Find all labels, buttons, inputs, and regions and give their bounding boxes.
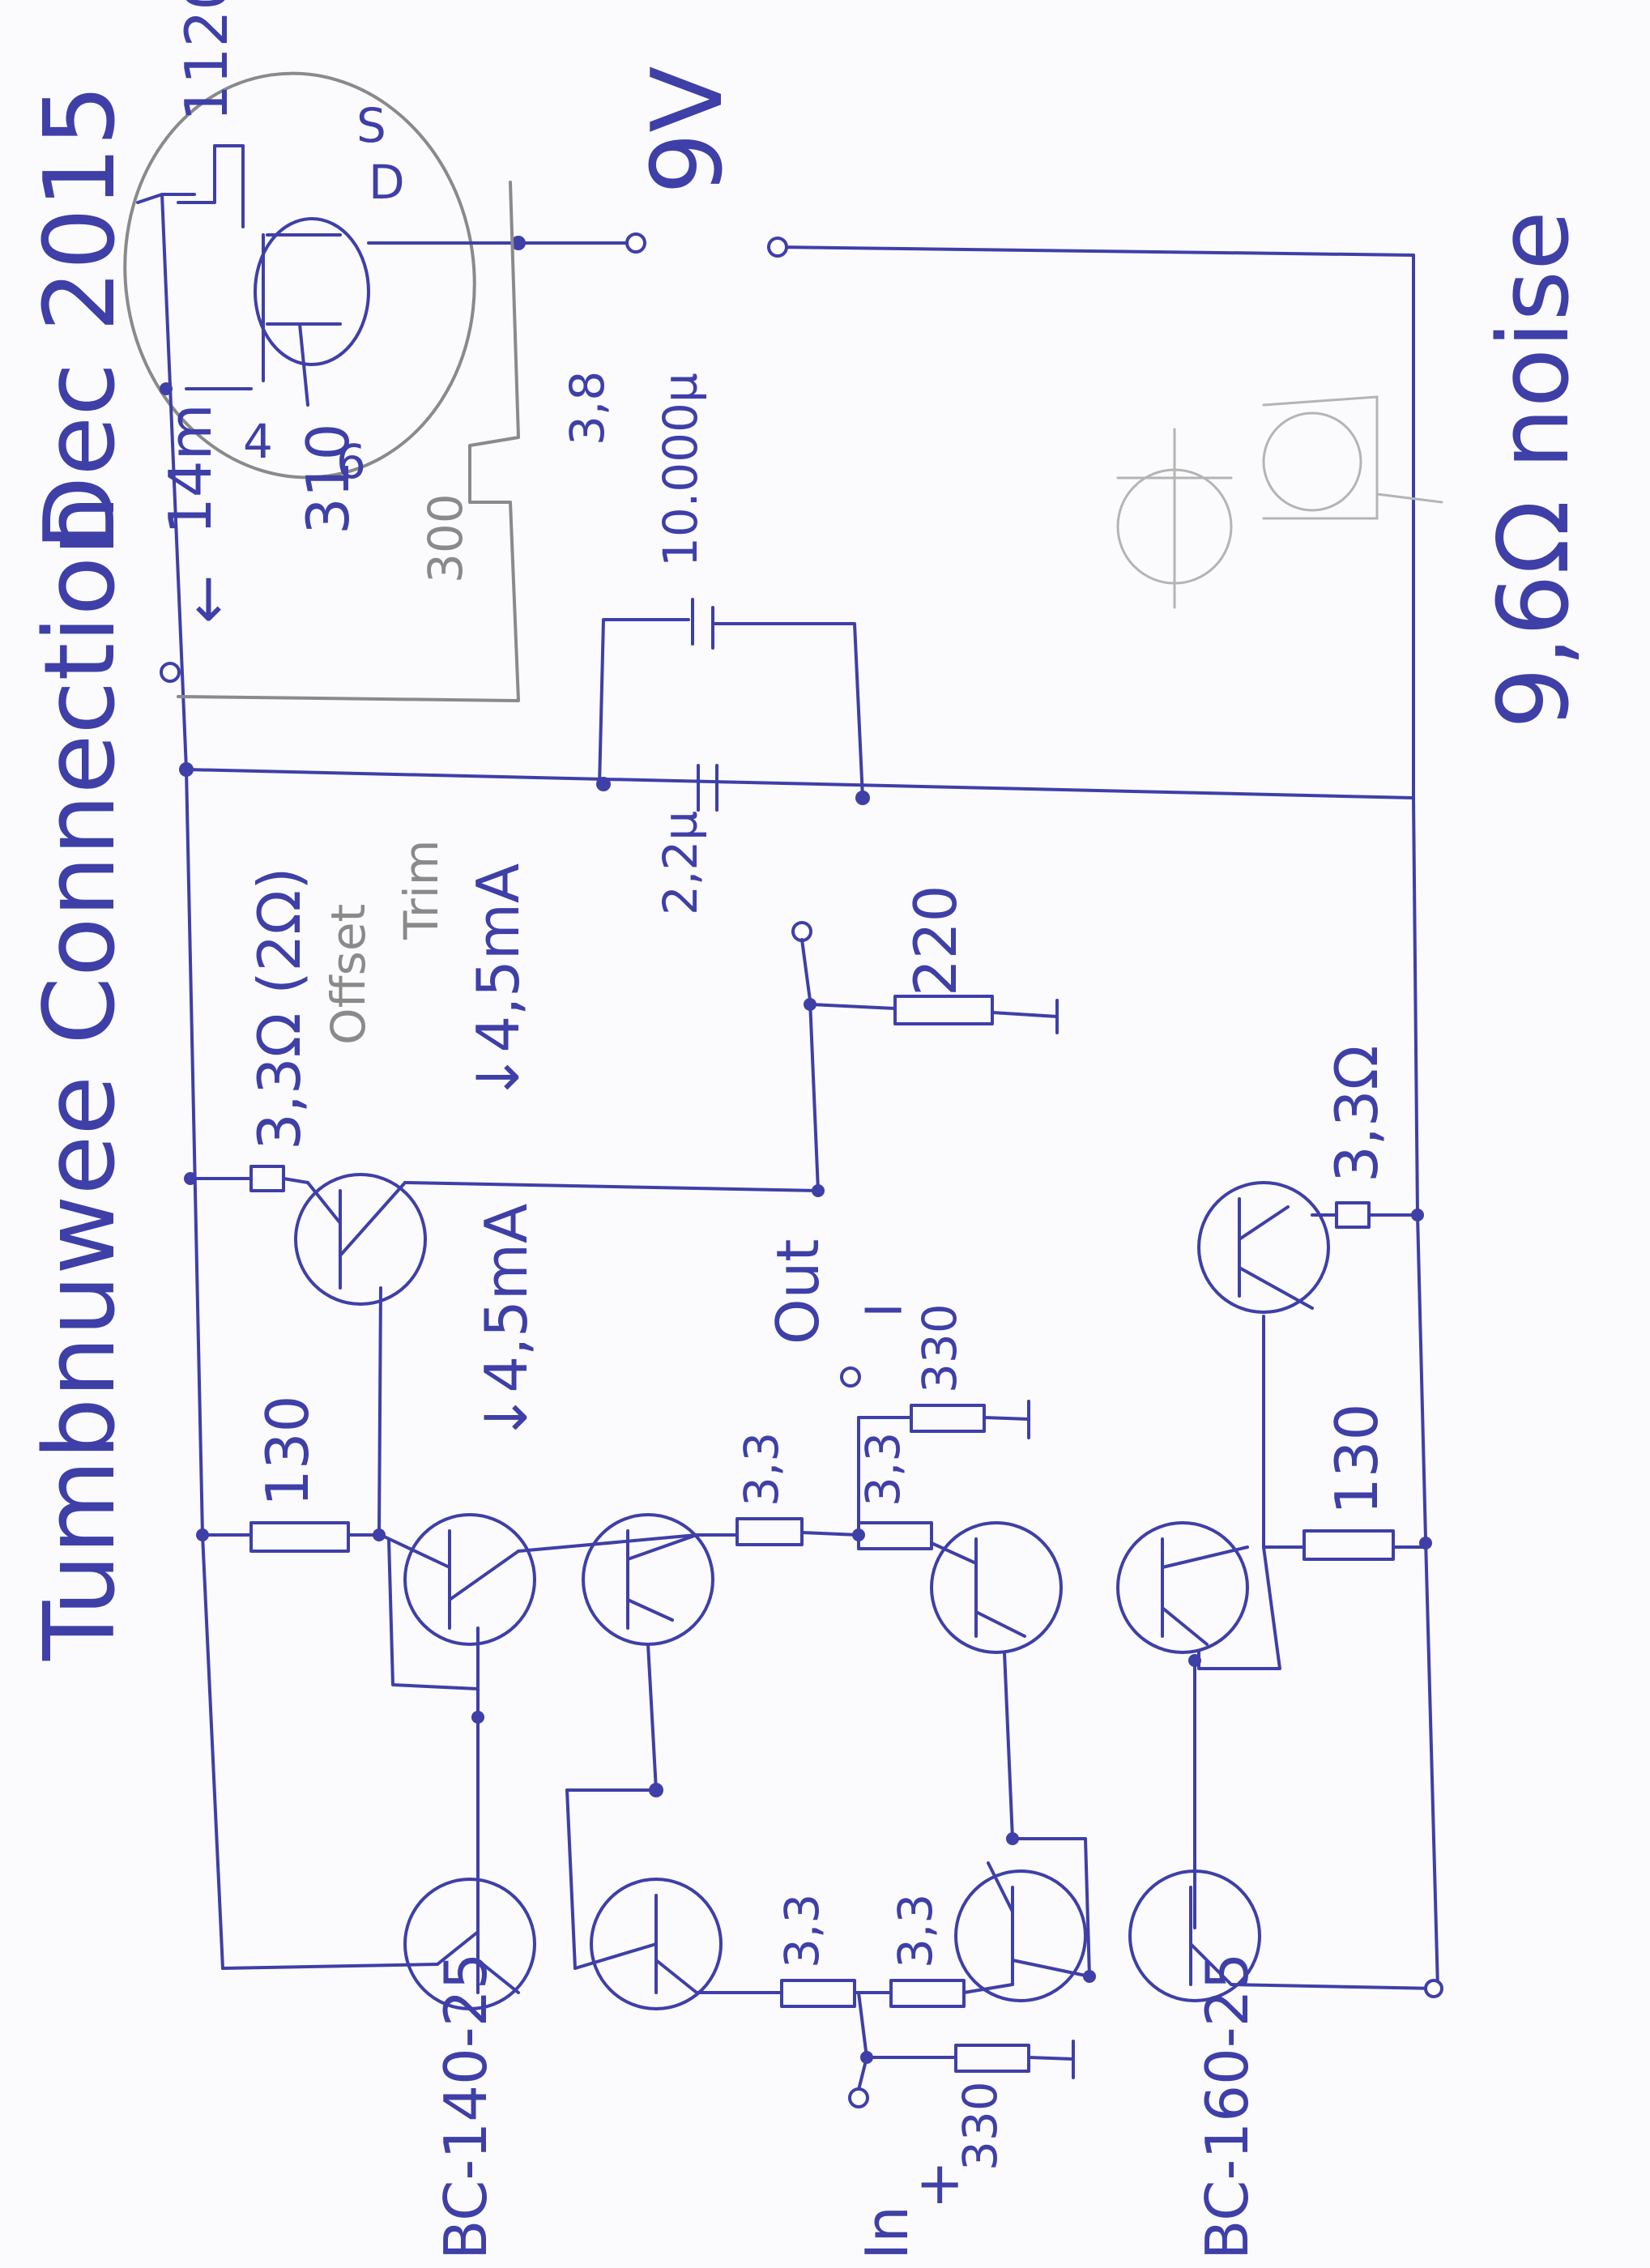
r-in-b-group: 3,3 bbox=[888, 1894, 943, 1968]
r-emitter-bottom-group: 3,3Ω bbox=[1323, 1045, 1391, 1183]
reg-part-group: 1120 bbox=[173, 0, 241, 122]
r-emitter-top-group: 3,3Ω (2Ω) bbox=[245, 868, 313, 1150]
pnp-part-label: BC-160-25 bbox=[1193, 1953, 1261, 2260]
regulator-pin-s: S bbox=[356, 98, 386, 153]
r-output-load-group: 220 bbox=[902, 885, 970, 996]
pencil-wiring bbox=[177, 181, 520, 702]
cap-small-group: 2,2µ bbox=[653, 811, 708, 915]
capacitor-small-value: 2,2µ bbox=[653, 811, 708, 915]
supply-label-group: 9V bbox=[632, 66, 744, 194]
input-resistor-b-value: 3,3 bbox=[888, 1894, 943, 1968]
output-transistor-top bbox=[294, 1173, 820, 1306]
reg-value-1-group: 14m bbox=[156, 403, 224, 535]
emitter-resistor-top bbox=[184, 1165, 309, 1192]
driver-links bbox=[387, 1537, 1281, 1978]
regulator-current-marker: ← bbox=[173, 575, 241, 624]
bias-resistor-top bbox=[196, 1286, 386, 1553]
output-node bbox=[791, 921, 1059, 1197]
offset-note: Offset bbox=[321, 904, 376, 1045]
ground-rail bbox=[767, 237, 1439, 1990]
current-2-group: ↓4,5mA bbox=[472, 1204, 540, 1442]
r-bias-top-group: 130 bbox=[254, 1396, 322, 1507]
mid-resistor-a-value: 3,3 bbox=[734, 1432, 789, 1507]
output-transistor-bottom bbox=[1197, 1181, 1330, 1314]
regulator-pin-6: 6 bbox=[336, 434, 366, 489]
bias-resistor-bottom bbox=[1262, 1315, 1432, 1561]
capacitor-main-value: 10.000µ bbox=[653, 373, 708, 567]
emitter-resistor-bottom bbox=[1311, 1201, 1424, 1229]
current-note-2: ↓4,5mA bbox=[472, 1204, 540, 1442]
noise-note: 9,6Ω noise bbox=[1478, 211, 1591, 729]
ground-terminal[interactable] bbox=[767, 237, 788, 258]
mid-resistor-b-value: 3,3 bbox=[855, 1432, 910, 1507]
r-mid-load-group: 330 bbox=[912, 1303, 967, 1393]
input-resistor-a-value: 3,3 bbox=[774, 1894, 829, 1968]
regulator-pin-4: 4 bbox=[243, 414, 273, 469]
output-load-value: 220 bbox=[902, 885, 970, 996]
positive-rail bbox=[185, 768, 1415, 1970]
bias-resistor-top-value: 130 bbox=[254, 1396, 322, 1507]
noise-label-group: 9,6Ω noise bbox=[1478, 211, 1591, 729]
trim-note: Trim bbox=[394, 840, 449, 940]
input-load-value: 330 bbox=[953, 2081, 1008, 2171]
capacitor-small bbox=[179, 762, 718, 812]
current-1-group: ↓4,5mA bbox=[464, 863, 532, 1102]
r-in-load-group: 330 bbox=[953, 2081, 1008, 2171]
cap-main-group: 10.000µ bbox=[653, 373, 708, 567]
regulator-value-2: 310 bbox=[294, 424, 362, 535]
r-mid-b-group: 3,3 bbox=[855, 1432, 910, 1507]
output-label: Out bbox=[764, 1238, 832, 1345]
reg-value-3-group: 300 bbox=[418, 493, 473, 583]
input-label: In bbox=[853, 2206, 921, 2260]
regulator-value-3: 300 bbox=[418, 493, 473, 583]
regulator-pin-d: D bbox=[369, 155, 405, 210]
driver-transistors bbox=[379, 1366, 1249, 1654]
trim-group: Trim bbox=[394, 840, 449, 940]
capacitor-main bbox=[598, 598, 870, 805]
reg-value-2-group: 310 bbox=[294, 424, 362, 535]
input-transistors bbox=[403, 1861, 1443, 2108]
pnp-part-group: BC-160-25 bbox=[1193, 1953, 1261, 2260]
cap-trim-group: 3,8 bbox=[560, 371, 615, 446]
npn-part-group: BC-140-25 bbox=[432, 1953, 500, 2260]
supply-voltage-label: 9V bbox=[632, 66, 744, 194]
npn-part-label: BC-140-25 bbox=[432, 1953, 500, 2260]
r-mid-a-group: 3,3 bbox=[734, 1432, 789, 1507]
positive-terminal[interactable] bbox=[625, 232, 646, 254]
current-note-1: ↓4,5mA bbox=[464, 863, 532, 1102]
in-label-group: In bbox=[853, 2206, 921, 2260]
reg-arrow-group: ← bbox=[173, 575, 241, 624]
out-label-group: Out bbox=[764, 1238, 832, 1345]
input-terminal[interactable] bbox=[848, 2087, 869, 2108]
r-in-a-group: 3,3 bbox=[774, 1894, 829, 1968]
faint-sketch bbox=[1116, 395, 1443, 609]
offset-group: Offset bbox=[321, 904, 376, 1045]
mid-terminal[interactable] bbox=[840, 1366, 861, 1388]
regulator-part-number: 1120 bbox=[173, 0, 241, 122]
emitter-resistor-top-value: 3,3Ω (2Ω) bbox=[245, 868, 313, 1150]
bias-resistor-bottom-value: 130 bbox=[1323, 1404, 1391, 1515]
regulator-value-1: 14m bbox=[156, 403, 224, 535]
regulator-block bbox=[123, 71, 646, 771]
emitter-resistor-bottom-value: 3,3Ω bbox=[1323, 1045, 1391, 1183]
capacitor-trim-value: 3,8 bbox=[560, 371, 615, 446]
r-bias-bottom-group: 130 bbox=[1323, 1404, 1391, 1515]
date-group: Dec 2015 bbox=[24, 84, 137, 551]
mid-load-value: 330 bbox=[912, 1303, 967, 1393]
title-group: Tumbnuwee Connection bbox=[24, 495, 137, 1661]
output-terminal[interactable] bbox=[791, 921, 812, 942]
title: Tumbnuwee Connection bbox=[24, 495, 137, 1661]
output-sign: − bbox=[859, 1274, 907, 1342]
date-label: Dec 2015 bbox=[24, 84, 137, 551]
input-sign: + bbox=[915, 2149, 964, 2217]
